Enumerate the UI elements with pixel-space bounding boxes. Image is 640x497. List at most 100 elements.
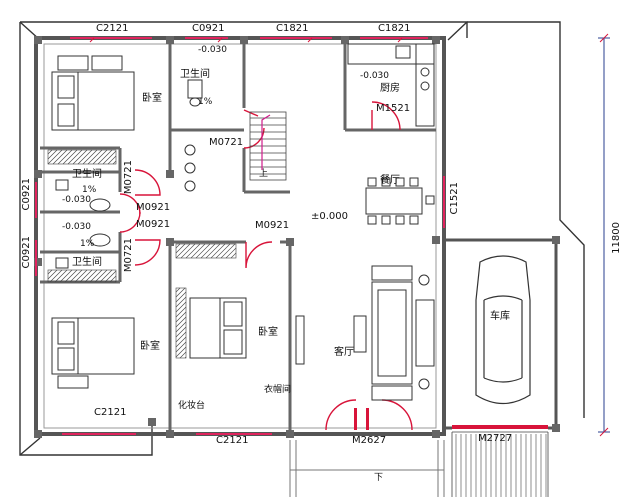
room-label-bedroom-bottom-left: 卧室 <box>140 341 160 352</box>
window-label-top-mid: C1821 <box>276 23 309 34</box>
wardrobe-upper-hatch <box>72 149 88 165</box>
elevation-main: ±0.000 <box>311 211 349 222</box>
entry-steps <box>289 440 445 497</box>
wardrobe-upper-hatch <box>102 150 117 165</box>
room-label-living: 客厅 <box>334 347 354 358</box>
stair-up-label: 上 <box>259 169 269 179</box>
wardrobe-lower-hatch <box>104 270 117 283</box>
wardrobe-lower-hatch <box>59 269 73 283</box>
roof-outline <box>19 21 585 456</box>
room-label-bath-mid-upper: 卫生间 <box>72 169 102 180</box>
wardrobe-side-hatch <box>175 341 187 353</box>
pillar <box>286 430 294 438</box>
door-label-main-entry: M2627 <box>352 435 387 446</box>
wardrobe-lower-hatch <box>69 269 83 283</box>
pillar <box>286 238 294 246</box>
pillar <box>432 36 440 44</box>
bath-fixtures <box>55 79 203 269</box>
window-tick <box>307 37 313 43</box>
room-label-dining: 餐厅 <box>380 175 400 186</box>
wardrobe-lower-hatch <box>99 269 113 283</box>
wardrobe-upper-hatch <box>82 149 98 165</box>
window-label-right-dining: C1521 <box>449 182 460 215</box>
dimension-line <box>598 37 610 433</box>
pillar <box>148 418 156 426</box>
door-label-bath-lower: M0721 <box>123 238 134 273</box>
wardrobe-lower-hatch <box>74 269 88 283</box>
bed-bottom-left <box>51 317 135 389</box>
elevation-kitchen: -0.030 <box>360 71 390 81</box>
wardrobe-lower-hatch <box>114 280 117 283</box>
ramp-hatching <box>455 434 547 497</box>
wardrobe-lower-hatch <box>79 269 93 283</box>
wardrobe-upper-hatch <box>52 149 68 165</box>
window-label-left-lower: C0921 <box>21 236 32 269</box>
wardrobe-center-hatch <box>175 243 186 254</box>
wardrobe-upper-hatch <box>87 149 103 165</box>
pillar <box>552 424 560 432</box>
overall-dimension-label: 11800 <box>611 222 622 254</box>
room-label-dresser: 化妆台 <box>178 401 206 411</box>
wardrobe-center-hatch <box>220 243 236 259</box>
window-label-top-left: C2121 <box>96 23 129 34</box>
living-sofa-set <box>353 265 435 401</box>
pillar <box>240 36 248 44</box>
wardrobe-upper-hatch <box>57 149 73 165</box>
slope-bath-top: 1% <box>198 97 213 107</box>
wardrobe-side-hatch <box>175 296 187 308</box>
wardrobe-lower-hatch <box>94 269 108 283</box>
window-label-left-upper: C0921 <box>21 178 32 211</box>
wardrobe-lower-hatch <box>89 269 103 283</box>
interior-walls <box>40 40 436 432</box>
doors <box>119 101 413 431</box>
elevation-bath-mid-upper: -0.030 <box>62 195 92 205</box>
wardrobe-lower-hatch <box>49 269 63 283</box>
pillar <box>34 258 42 266</box>
window-label-bottom-mid: C2121 <box>216 435 249 446</box>
elevation-bath-top: -0.030 <box>198 45 228 55</box>
wardrobe-center-hatch <box>210 243 226 259</box>
door-label-bed-center: M0921 <box>255 220 290 231</box>
pillar <box>166 430 174 438</box>
wardrobe-lower-hatch <box>47 269 58 280</box>
tv-cabinet <box>295 315 305 365</box>
wardrobe-center-hatch <box>175 243 191 259</box>
slope-bath-mid-lower: 1% <box>80 239 95 249</box>
dimension-tick <box>599 33 609 43</box>
wardrobe-upper <box>47 149 117 165</box>
door-label-bath-upper: M0721 <box>123 160 134 195</box>
pillar <box>166 36 174 44</box>
window-tick <box>217 37 223 43</box>
wardrobe-side-hatch <box>175 336 187 348</box>
wardrobe-upper-hatch <box>47 149 58 160</box>
dimension-tick <box>599 427 609 437</box>
wardrobe-side-hatch <box>179 351 187 359</box>
wardrobe-center-hatch <box>185 243 201 259</box>
pillar <box>166 238 174 246</box>
wardrobe-side-hatch <box>184 356 187 359</box>
wardrobe-center-hatch <box>180 243 196 259</box>
dimension-ticks <box>89 33 609 437</box>
window-label-top-bath: C0921 <box>192 23 225 34</box>
room-label-garage: 车库 <box>490 311 510 322</box>
entry-door-posts <box>354 408 369 430</box>
wardrobe-side-hatch <box>175 346 187 358</box>
pillar <box>34 430 42 438</box>
wardrobe-upper-hatch <box>67 149 83 165</box>
room-label-bath-mid-lower: 卫生间 <box>72 257 102 268</box>
stair-down-label: 下 <box>374 473 384 483</box>
outer-walls-inner-line <box>43 43 437 429</box>
pillars <box>34 36 560 438</box>
door-label-bed-upper: M0921 <box>136 202 171 213</box>
car-icon <box>475 255 531 405</box>
windows <box>35 37 445 435</box>
wardrobe-center-hatch <box>205 243 221 259</box>
pillar <box>166 170 174 178</box>
dining-table <box>365 177 435 225</box>
wardrobe-side-hatch <box>175 291 187 303</box>
wardrobe-upper-hatch <box>47 149 53 155</box>
wardrobe-center-hatch <box>200 243 216 259</box>
wardrobe-lower-hatch <box>54 269 68 283</box>
room-label-kitchen: 厨房 <box>380 83 400 94</box>
